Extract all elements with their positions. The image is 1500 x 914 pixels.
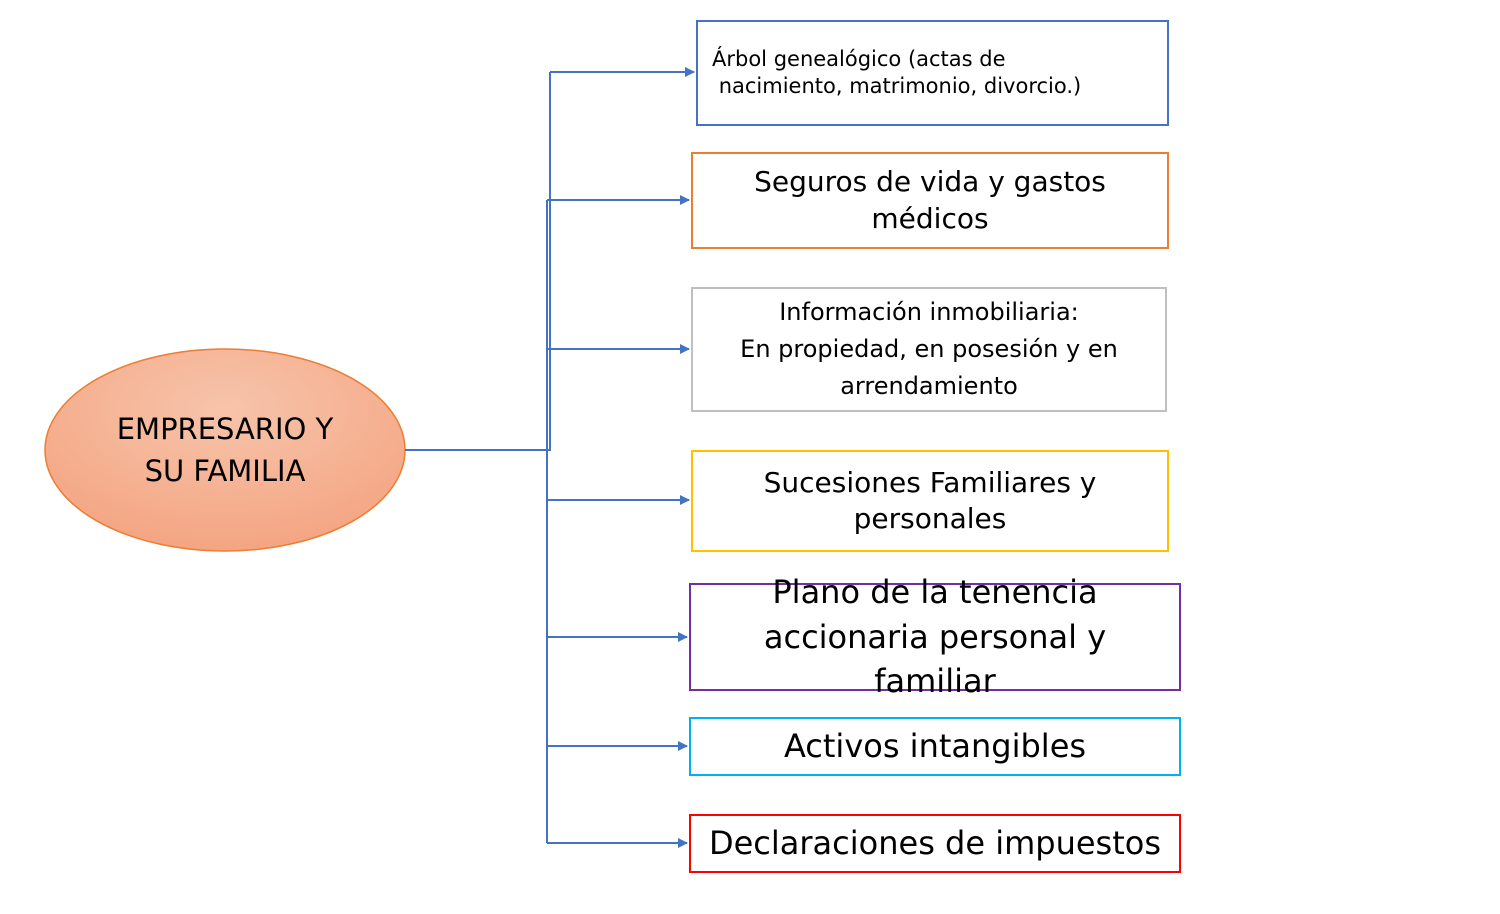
node-text: Plano de la tenencia	[772, 572, 1098, 611]
node-arbol-genealogico: Árbol genealógico (actas de nacimiento, …	[696, 20, 1169, 126]
center-node: EMPRESARIO Y SU FAMILIA	[45, 349, 405, 551]
center-line-2: SU FAMILIA	[144, 454, 306, 488]
node-text: Activos intangibles	[783, 726, 1087, 765]
connector-trunk	[405, 72, 551, 451]
node-text: nacimiento, matrimonio, divorcio.)	[718, 74, 1082, 98]
node-text: Árbol genealógico (actas de	[712, 46, 1006, 71]
node-declaraciones: Declaraciones de impuestos	[689, 814, 1181, 873]
node-text: En propiedad, en posesión y en	[740, 334, 1118, 363]
node-text: Seguros de vida y gastos	[754, 165, 1106, 199]
node-informacion-inmobiliaria: Información inmobiliaria: En propiedad, e…	[691, 287, 1167, 412]
node-text: Declaraciones de impuestos	[708, 823, 1162, 862]
node-text: accionaria personal y familiar	[763, 617, 1107, 701]
node-text: Sucesiones Familiares y	[763, 465, 1097, 499]
node-text: personales	[853, 502, 1007, 535]
node-activos-intangibles: Activos intangibles	[689, 717, 1181, 776]
node-text: Información inmobiliaria:	[779, 297, 1079, 326]
node-tenencia-accionaria: Plano de la tenencia accionaria personal …	[689, 573, 1181, 700]
connector-trunk-2	[546, 200, 550, 843]
node-text: arrendamiento	[840, 372, 1018, 401]
center-line-1: EMPRESARIO Y	[116, 411, 334, 446]
node-text: médicos	[871, 201, 989, 235]
